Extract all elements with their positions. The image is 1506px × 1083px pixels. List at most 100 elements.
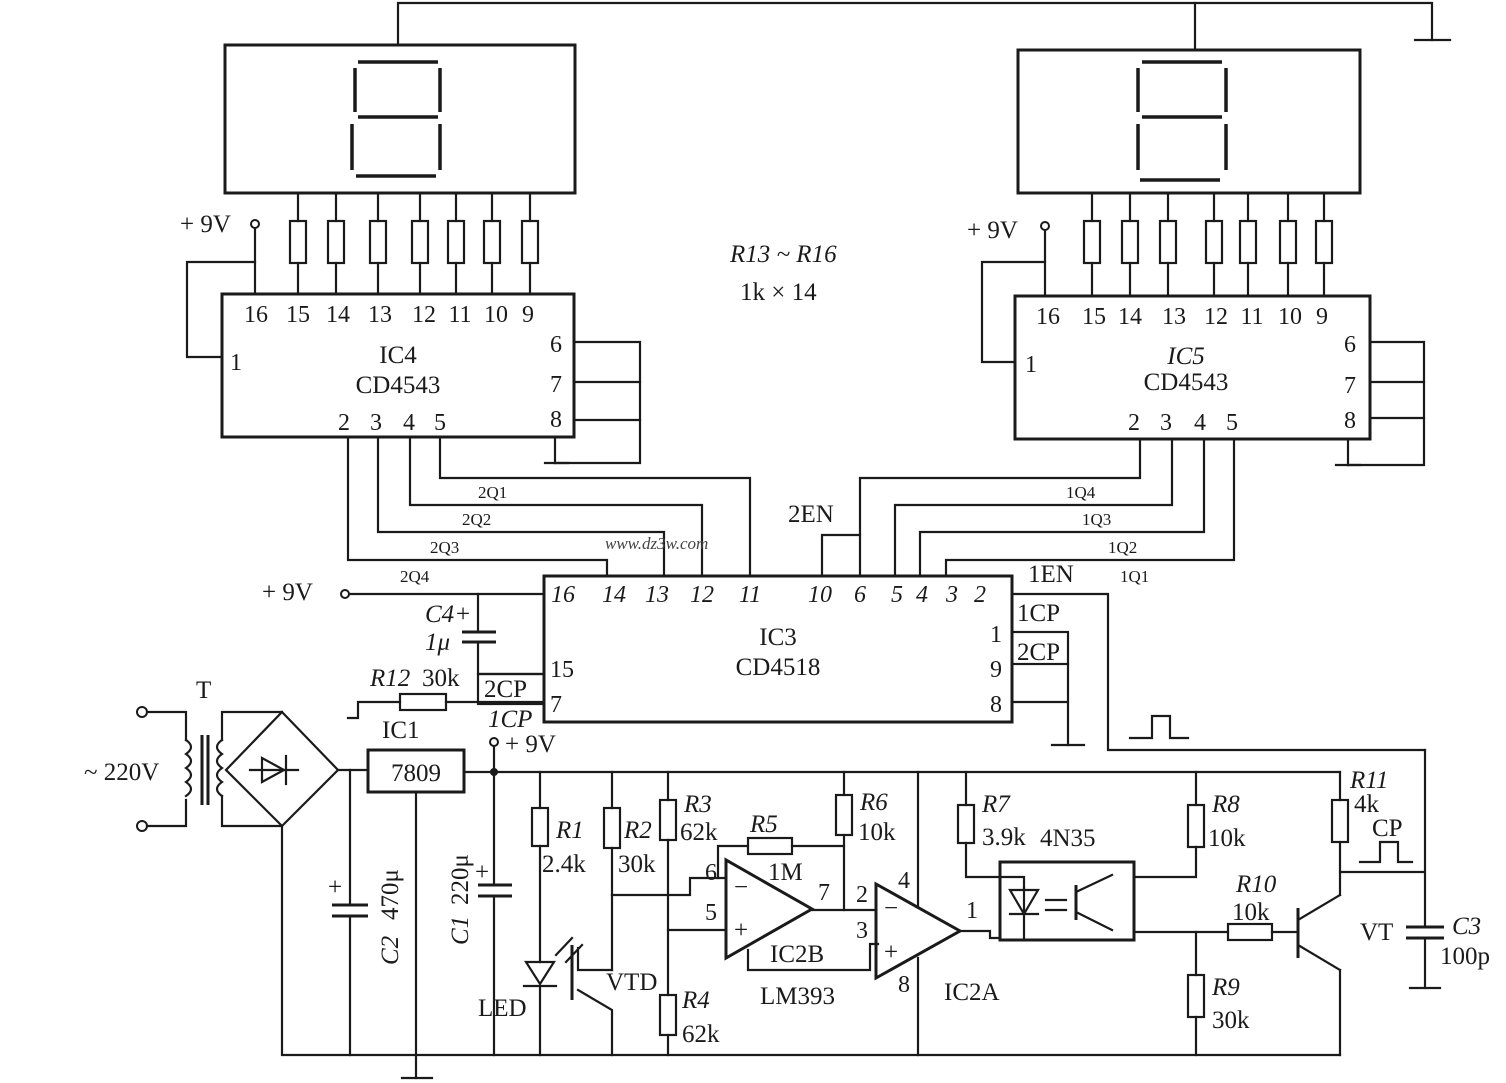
bus-2q3: 2Q3: [430, 538, 459, 557]
ic4-top-label: 14: [326, 302, 350, 328]
ic2b-pin-6: 6: [705, 860, 717, 886]
ic4-top-label: 11: [448, 302, 471, 328]
ic5-top-label: 13: [1162, 304, 1186, 330]
bus-1q1: 1Q1: [1120, 567, 1149, 586]
ic3-top-pin-label: 13: [645, 582, 669, 608]
ic5-pin-2: 2: [1128, 410, 1140, 436]
transformer-ref: T: [196, 677, 211, 704]
array-resistor: [288, 191, 308, 296]
watermark: www.dz3w.com: [605, 534, 708, 553]
ic3-pin-7: 7: [550, 692, 562, 718]
ic3-label-2cp-right: 2CP: [1017, 639, 1060, 666]
bus-wires: [346, 435, 1236, 578]
ic4-top-label: 16: [244, 302, 268, 328]
ic5-pin-4: 4: [1194, 410, 1206, 436]
r11-value: 4k: [1354, 791, 1380, 818]
r3-value: 62k: [680, 819, 718, 846]
ic4-top-label: 9: [522, 302, 534, 328]
ic2b-pin-5: 5: [705, 900, 717, 926]
cp-label: CP: [1372, 815, 1403, 842]
c3-ref: C3: [1452, 913, 1481, 940]
ic3-top-pin-label: 14: [602, 582, 626, 608]
ic5-top-label: 12: [1204, 304, 1228, 330]
r4-value: 62k: [682, 1021, 720, 1048]
ic3-name: IC3: [759, 624, 797, 651]
bus-2q4: 2Q4: [400, 567, 430, 586]
ic5-pin-5: 5: [1226, 410, 1238, 436]
display-left: [223, 43, 577, 195]
r9-value: 30k: [1212, 1007, 1250, 1034]
ic5-pin-3: 3: [1160, 410, 1172, 436]
opamp-ic2b: − + 6 5 7: [705, 857, 830, 961]
ic4-top-label: 12: [412, 302, 436, 328]
ic3-part: CD4518: [736, 654, 821, 681]
r10-ref: R10: [1235, 871, 1277, 898]
ic2b-label: IC2B: [770, 941, 824, 968]
r5-value: 1M: [768, 859, 803, 886]
led-label: LED: [478, 995, 527, 1022]
lm393-label: LM393: [760, 983, 835, 1010]
r9-ref: R9: [1211, 974, 1240, 1001]
vtd-label: VTD: [606, 969, 657, 996]
ic3-top-pin-label: 5: [891, 582, 903, 608]
supply-ic3: + 9V: [262, 579, 313, 606]
svg-text:+: +: [475, 859, 489, 886]
array-resistor: [1278, 191, 1298, 298]
array-resistor: [1120, 191, 1140, 298]
ic4-pin-6: 6: [550, 332, 562, 358]
array-resistor: [482, 191, 502, 296]
ic5-pin-7: 7: [1344, 373, 1356, 399]
resistor-array-left: [288, 191, 540, 296]
ic4-top-label: 13: [368, 302, 392, 328]
ic5-top-label: 14: [1118, 304, 1142, 330]
ic3-top-pin-label: 6: [854, 582, 866, 608]
ic4-name: IC4: [379, 342, 417, 369]
ic5-top-label: 11: [1240, 304, 1263, 330]
ic1-ref: IC1: [382, 717, 420, 744]
svg-text:+: +: [734, 917, 748, 944]
ic2a-pin-2: 2: [856, 882, 868, 908]
ic4-part: CD4543: [356, 372, 441, 399]
ic5-top-label: 9: [1316, 304, 1328, 330]
transistor-vt: [1296, 893, 1342, 972]
array-resistor: [1238, 191, 1258, 298]
bus-1en: 1EN: [1028, 561, 1074, 588]
ic2a-pin-3: 3: [856, 918, 868, 944]
r8-ref: R8: [1211, 791, 1240, 818]
r8-value: 10k: [1208, 825, 1246, 852]
svg-text:+: +: [884, 939, 898, 966]
ic3-label-1cp: 1CP: [1017, 600, 1060, 627]
r11-ref: R11: [1349, 767, 1388, 794]
ic2b-pin-7: 7: [818, 880, 830, 906]
supply-left-top: + 9V: [180, 211, 231, 238]
opto-label: 4N35: [1040, 825, 1096, 852]
supply-reg-out: + 9V: [505, 731, 556, 758]
ic2a-pin-4: 4: [898, 868, 910, 894]
c2-ref: C2: [377, 936, 404, 965]
regulator-7809: 7809: [366, 748, 466, 794]
r7-ref: R7: [981, 791, 1011, 818]
array-resistor: [1314, 191, 1334, 298]
c3-value: 100p: [1440, 943, 1490, 970]
r3-ref: R3: [683, 791, 712, 818]
ic3-top-pin-label: 10: [808, 582, 832, 608]
resistor-note-2: 1k × 14: [740, 279, 817, 306]
svg-text:+: +: [456, 601, 470, 628]
svg-text:+: +: [328, 874, 342, 901]
array-resistor: [520, 191, 540, 296]
opamp-ic2a: − + 2 3 1 4 8: [856, 868, 978, 998]
c1-ref: C1: [447, 916, 474, 945]
bus-1q3: 1Q3: [1082, 510, 1111, 529]
ic5-part: CD4543: [1144, 369, 1229, 396]
r4-ref: R4: [681, 987, 710, 1014]
r10-value: 10k: [1232, 899, 1270, 926]
r12-ref: R12: [369, 665, 410, 692]
ic4-top-label: 10: [484, 302, 508, 328]
ic4-pin-3: 3: [370, 410, 382, 436]
